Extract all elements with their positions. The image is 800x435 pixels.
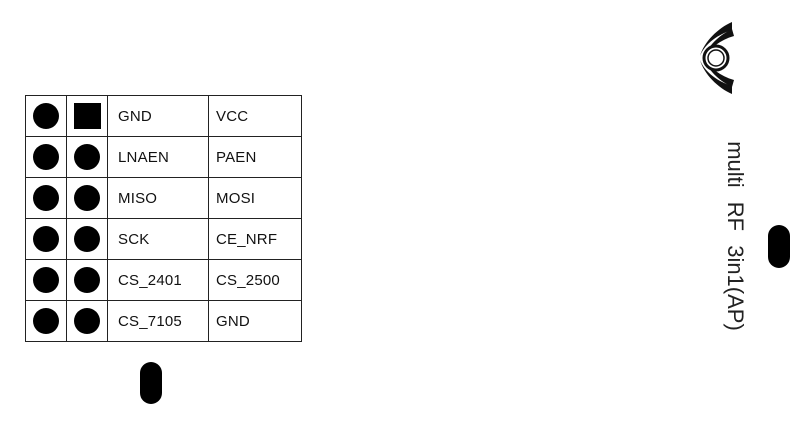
signal-label: SCK xyxy=(107,218,209,260)
round-pad-icon xyxy=(33,308,59,334)
board-label: multi RF 3in1(AP) xyxy=(723,141,748,331)
round-pad-icon xyxy=(33,103,59,129)
signal-label: CE_NRF xyxy=(208,218,302,260)
pinout-row: GND VCC xyxy=(25,95,302,137)
signal-label: MISO xyxy=(107,177,209,219)
round-pad-icon xyxy=(74,226,100,252)
pinout-row: MISO MOSI xyxy=(25,177,302,219)
pad-cell xyxy=(25,300,67,342)
round-pad-icon xyxy=(33,226,59,252)
signal-label: VCC xyxy=(208,95,302,137)
pad-cell xyxy=(25,95,67,137)
winged-logo-icon xyxy=(700,22,734,94)
pinout-row: CS_7105 GND xyxy=(25,300,302,342)
pad-cell xyxy=(25,259,67,301)
signal-label: GND xyxy=(208,300,302,342)
round-pad-icon xyxy=(74,267,100,293)
pad-cell xyxy=(66,259,108,301)
round-pad-icon xyxy=(33,267,59,293)
round-pad-icon xyxy=(74,144,100,170)
signal-label: PAEN xyxy=(208,136,302,178)
signal-label: CS_7105 xyxy=(107,300,209,342)
signal-label: CS_2500 xyxy=(208,259,302,301)
round-pad-icon xyxy=(74,185,100,211)
pad-cell xyxy=(66,300,108,342)
pad-cell xyxy=(25,136,67,178)
pad-cell xyxy=(66,177,108,219)
pad-cell xyxy=(25,177,67,219)
pinout-row: CS_2401 CS_2500 xyxy=(25,259,302,301)
pinout-row: SCK CE_NRF xyxy=(25,218,302,260)
pad-cell xyxy=(66,95,108,137)
signal-label: GND xyxy=(107,95,209,137)
round-pad-icon xyxy=(33,185,59,211)
pad-cell xyxy=(25,218,67,260)
round-pad-icon xyxy=(74,308,100,334)
round-pad-icon xyxy=(33,144,59,170)
pinout-row: LNAEN PAEN xyxy=(25,136,302,178)
signal-label: LNAEN xyxy=(107,136,209,178)
pad-cell xyxy=(66,136,108,178)
signal-label: CS_2401 xyxy=(107,259,209,301)
pad-cell xyxy=(66,218,108,260)
square-pad-icon xyxy=(73,103,101,129)
pinout-table: GND VCC LNAEN PAEN MISO MOSI SCK CE_NRF … xyxy=(25,95,302,342)
mounting-slot-icon xyxy=(140,362,162,404)
signal-label: MOSI xyxy=(208,177,302,219)
mounting-slot-icon xyxy=(768,225,790,268)
